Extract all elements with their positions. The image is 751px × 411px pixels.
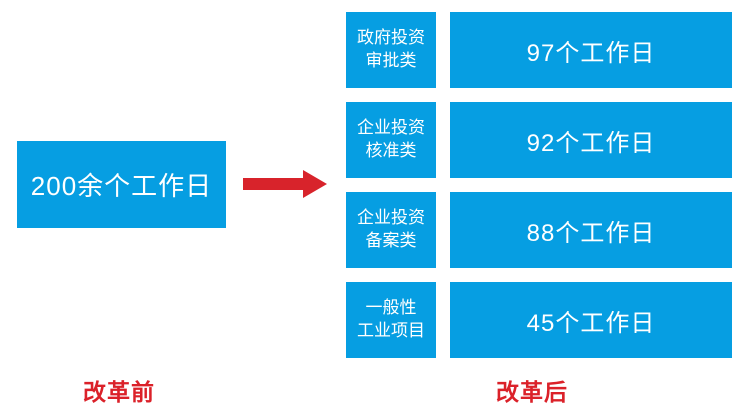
days-box: 97个工作日 <box>450 12 732 88</box>
before-days-label: 200余个工作日 <box>30 171 213 201</box>
before-days-box: 200余个工作日 <box>17 141 226 228</box>
category-box: 企业投资 备案类 <box>346 192 436 268</box>
arrow-right-icon <box>243 170 327 198</box>
days-box: 88个工作日 <box>450 192 732 268</box>
table-row: 政府投资 审批类 97个工作日 <box>346 12 732 88</box>
table-row: 企业投资 备案类 88个工作日 <box>346 192 732 268</box>
category-box: 企业投资 核准类 <box>346 102 436 178</box>
category-box: 一般性 工业项目 <box>346 282 436 358</box>
table-row: 一般性 工业项目 45个工作日 <box>346 282 732 358</box>
category-box: 政府投资 审批类 <box>346 12 436 88</box>
after-rows: 政府投资 审批类 97个工作日 企业投资 核准类 92个工作日 企业投资 备案类… <box>346 12 732 358</box>
days-box: 45个工作日 <box>450 282 732 358</box>
days-box: 92个工作日 <box>450 102 732 178</box>
caption-before: 改革前 <box>83 379 155 405</box>
table-row: 企业投资 核准类 92个工作日 <box>346 102 732 178</box>
caption-after: 改革后 <box>496 379 568 405</box>
